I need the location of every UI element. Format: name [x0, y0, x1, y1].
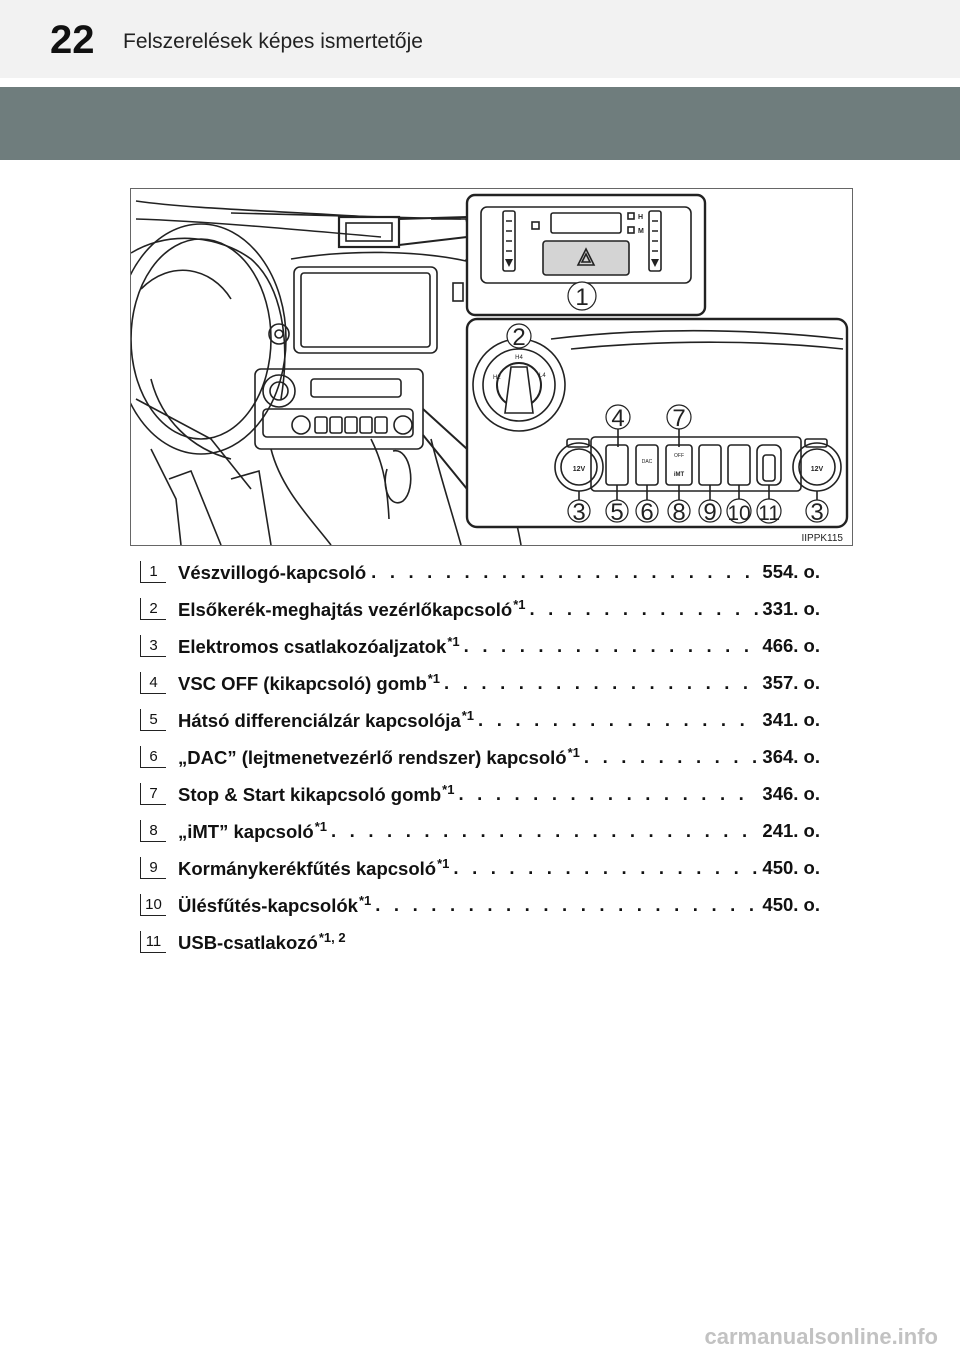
- section-band: [0, 87, 960, 160]
- callout-1: 1: [575, 284, 588, 311]
- page-reference: 341. o.: [762, 708, 820, 730]
- page-reference: 364. o.: [762, 745, 820, 767]
- item-number: 1: [140, 560, 166, 583]
- page-reference: 554. o.: [762, 560, 820, 582]
- item-number: 10: [140, 893, 166, 916]
- component-list: 1 Vészvillogó-kapcsoló . . . . . . . . .…: [140, 553, 820, 960]
- switch-text: 12V: [573, 466, 586, 473]
- item-number: 8: [140, 819, 166, 842]
- switch-text: L4: [539, 373, 546, 379]
- switch-text: H2: [493, 375, 501, 381]
- switch-text: H4: [515, 355, 523, 361]
- switch-text: 12V: [811, 466, 824, 473]
- switch-text: OFF: [674, 453, 684, 459]
- list-item: 11 USB-csatlakozó*1, 2: [140, 923, 820, 960]
- item-number: 2: [140, 597, 166, 620]
- item-number: 3: [140, 634, 166, 657]
- watermark: carmanualsonline.info: [704, 1324, 939, 1349]
- page-header: 22 Felszerelések képes ismertetője: [0, 0, 960, 78]
- item-number: 7: [140, 782, 166, 805]
- item-label: „iMT” kapcsoló*1: [178, 818, 327, 842]
- page-reference: 241. o.: [762, 819, 820, 841]
- list-item: 8 „iMT” kapcsoló*1 . . . . . . . . . . .…: [140, 812, 820, 849]
- item-label: Kormánykerékfűtés kapcsoló*1: [178, 855, 450, 879]
- switch-text: M: [638, 228, 644, 235]
- item-label: Elsőkerék-meghajtás vezérlőkapcsoló*1: [178, 596, 526, 620]
- switch-text: DAC: [642, 459, 653, 465]
- callout-2: 2: [512, 324, 525, 351]
- list-item: 9 Kormánykerékfűtés kapcsoló*1 . . . . .…: [140, 849, 820, 886]
- inset-console-switches: H4 H2 L4 2 12V 12V DAC OFF iMT: [465, 317, 849, 529]
- leader-dots: . . . . . . . . . . . . . . . . . . . . …: [583, 745, 759, 767]
- callout-7: 7: [672, 405, 685, 432]
- item-label: Ülésfűtés-kapcsolók*1: [178, 892, 372, 916]
- item-number: 11: [140, 930, 166, 953]
- page-reference: 450. o.: [762, 856, 820, 878]
- item-number: 4: [140, 671, 166, 694]
- list-item: 6 „DAC” (lejtmenetvezérlő rendszer) kapc…: [140, 738, 820, 775]
- callout-3-right: 3: [810, 499, 823, 526]
- callout-4: 4: [611, 405, 624, 432]
- page-reference: 331. o.: [762, 597, 820, 619]
- callout-9: 9: [703, 499, 716, 526]
- callout-10: 10: [727, 502, 750, 525]
- leader-dots: . . . . . . . . . . . . . . . . . . . . …: [529, 597, 758, 619]
- list-item: 1 Vészvillogó-kapcsoló . . . . . . . . .…: [140, 553, 820, 590]
- leader-dots: . . . . . . . . . . . . . . . . . . . . …: [478, 708, 758, 730]
- page-reference: 346. o.: [762, 782, 820, 804]
- page-title: Felszerelések képes ismertetője: [123, 30, 423, 53]
- list-item: 5 Hátsó differenciálzár kapcsolója*1 . .…: [140, 701, 820, 738]
- page-reference: 466. o.: [762, 634, 820, 656]
- dashboard-illustration: H M 1 H4 H2 L4 2: [130, 188, 853, 546]
- leader-dots: . . . . . . . . . . . . . . . . . . . . …: [371, 560, 758, 582]
- figure-code: IIPPK115: [801, 533, 843, 544]
- item-label: „DAC” (lejtmenetvezérlő rendszer) kapcso…: [178, 744, 580, 768]
- dashboard-sketch: [131, 200, 542, 545]
- leader-dots: . . . . . . . . . . . . . . . . . . . . …: [458, 782, 758, 804]
- item-number: 9: [140, 856, 166, 879]
- item-number: 5: [140, 708, 166, 731]
- leader-dots: . . . . . . . . . . . . . . . . . . . . …: [375, 893, 759, 915]
- callout-3-left: 3: [572, 499, 585, 526]
- switch-text: iMT: [674, 472, 685, 478]
- item-label: Stop & Start kikapcsoló gomb*1: [178, 781, 455, 805]
- leader-dots: . . . . . . . . . . . . . . . . . . . . …: [453, 856, 758, 878]
- list-item: 2 Elsőkerék-meghajtás vezérlőkapcsoló*1 …: [140, 590, 820, 627]
- page-reference: 357. o.: [762, 671, 820, 693]
- callout-5: 5: [610, 499, 623, 526]
- list-item: 3 Elektromos csatlakozóaljzatok*1 . . . …: [140, 627, 820, 664]
- switch-text: H: [638, 214, 643, 221]
- item-label: Elektromos csatlakozóaljzatok*1: [178, 633, 460, 657]
- list-item: 10 Ülésfűtés-kapcsolók*1 . . . . . . . .…: [140, 886, 820, 923]
- page-reference: 450. o.: [762, 893, 820, 915]
- callout-8: 8: [672, 499, 685, 526]
- list-item: 4 VSC OFF (kikapcsoló) gomb*1 . . . . . …: [140, 664, 820, 701]
- leader-dots: . . . . . . . . . . . . . . . . . . . . …: [444, 671, 758, 693]
- item-label: Vészvillogó-kapcsoló: [178, 561, 367, 583]
- inset-hazard-panel: H M 1: [465, 193, 707, 317]
- callout-6: 6: [640, 499, 653, 526]
- item-label: USB-csatlakozó*1, 2: [178, 929, 346, 953]
- item-label: VSC OFF (kikapcsoló) gomb*1: [178, 670, 441, 694]
- leader-dots: . . . . . . . . . . . . . . . . . . . . …: [463, 634, 759, 656]
- item-label: Hátsó differenciálzár kapcsolója*1: [178, 707, 475, 731]
- leader-dots: . . . . . . . . . . . . . . . . . . . . …: [331, 819, 758, 841]
- item-number: 6: [140, 745, 166, 768]
- callout-11: 11: [758, 502, 780, 525]
- page-number: 22: [50, 18, 95, 62]
- list-item: 7 Stop & Start kikapcsoló gomb*1 . . . .…: [140, 775, 820, 812]
